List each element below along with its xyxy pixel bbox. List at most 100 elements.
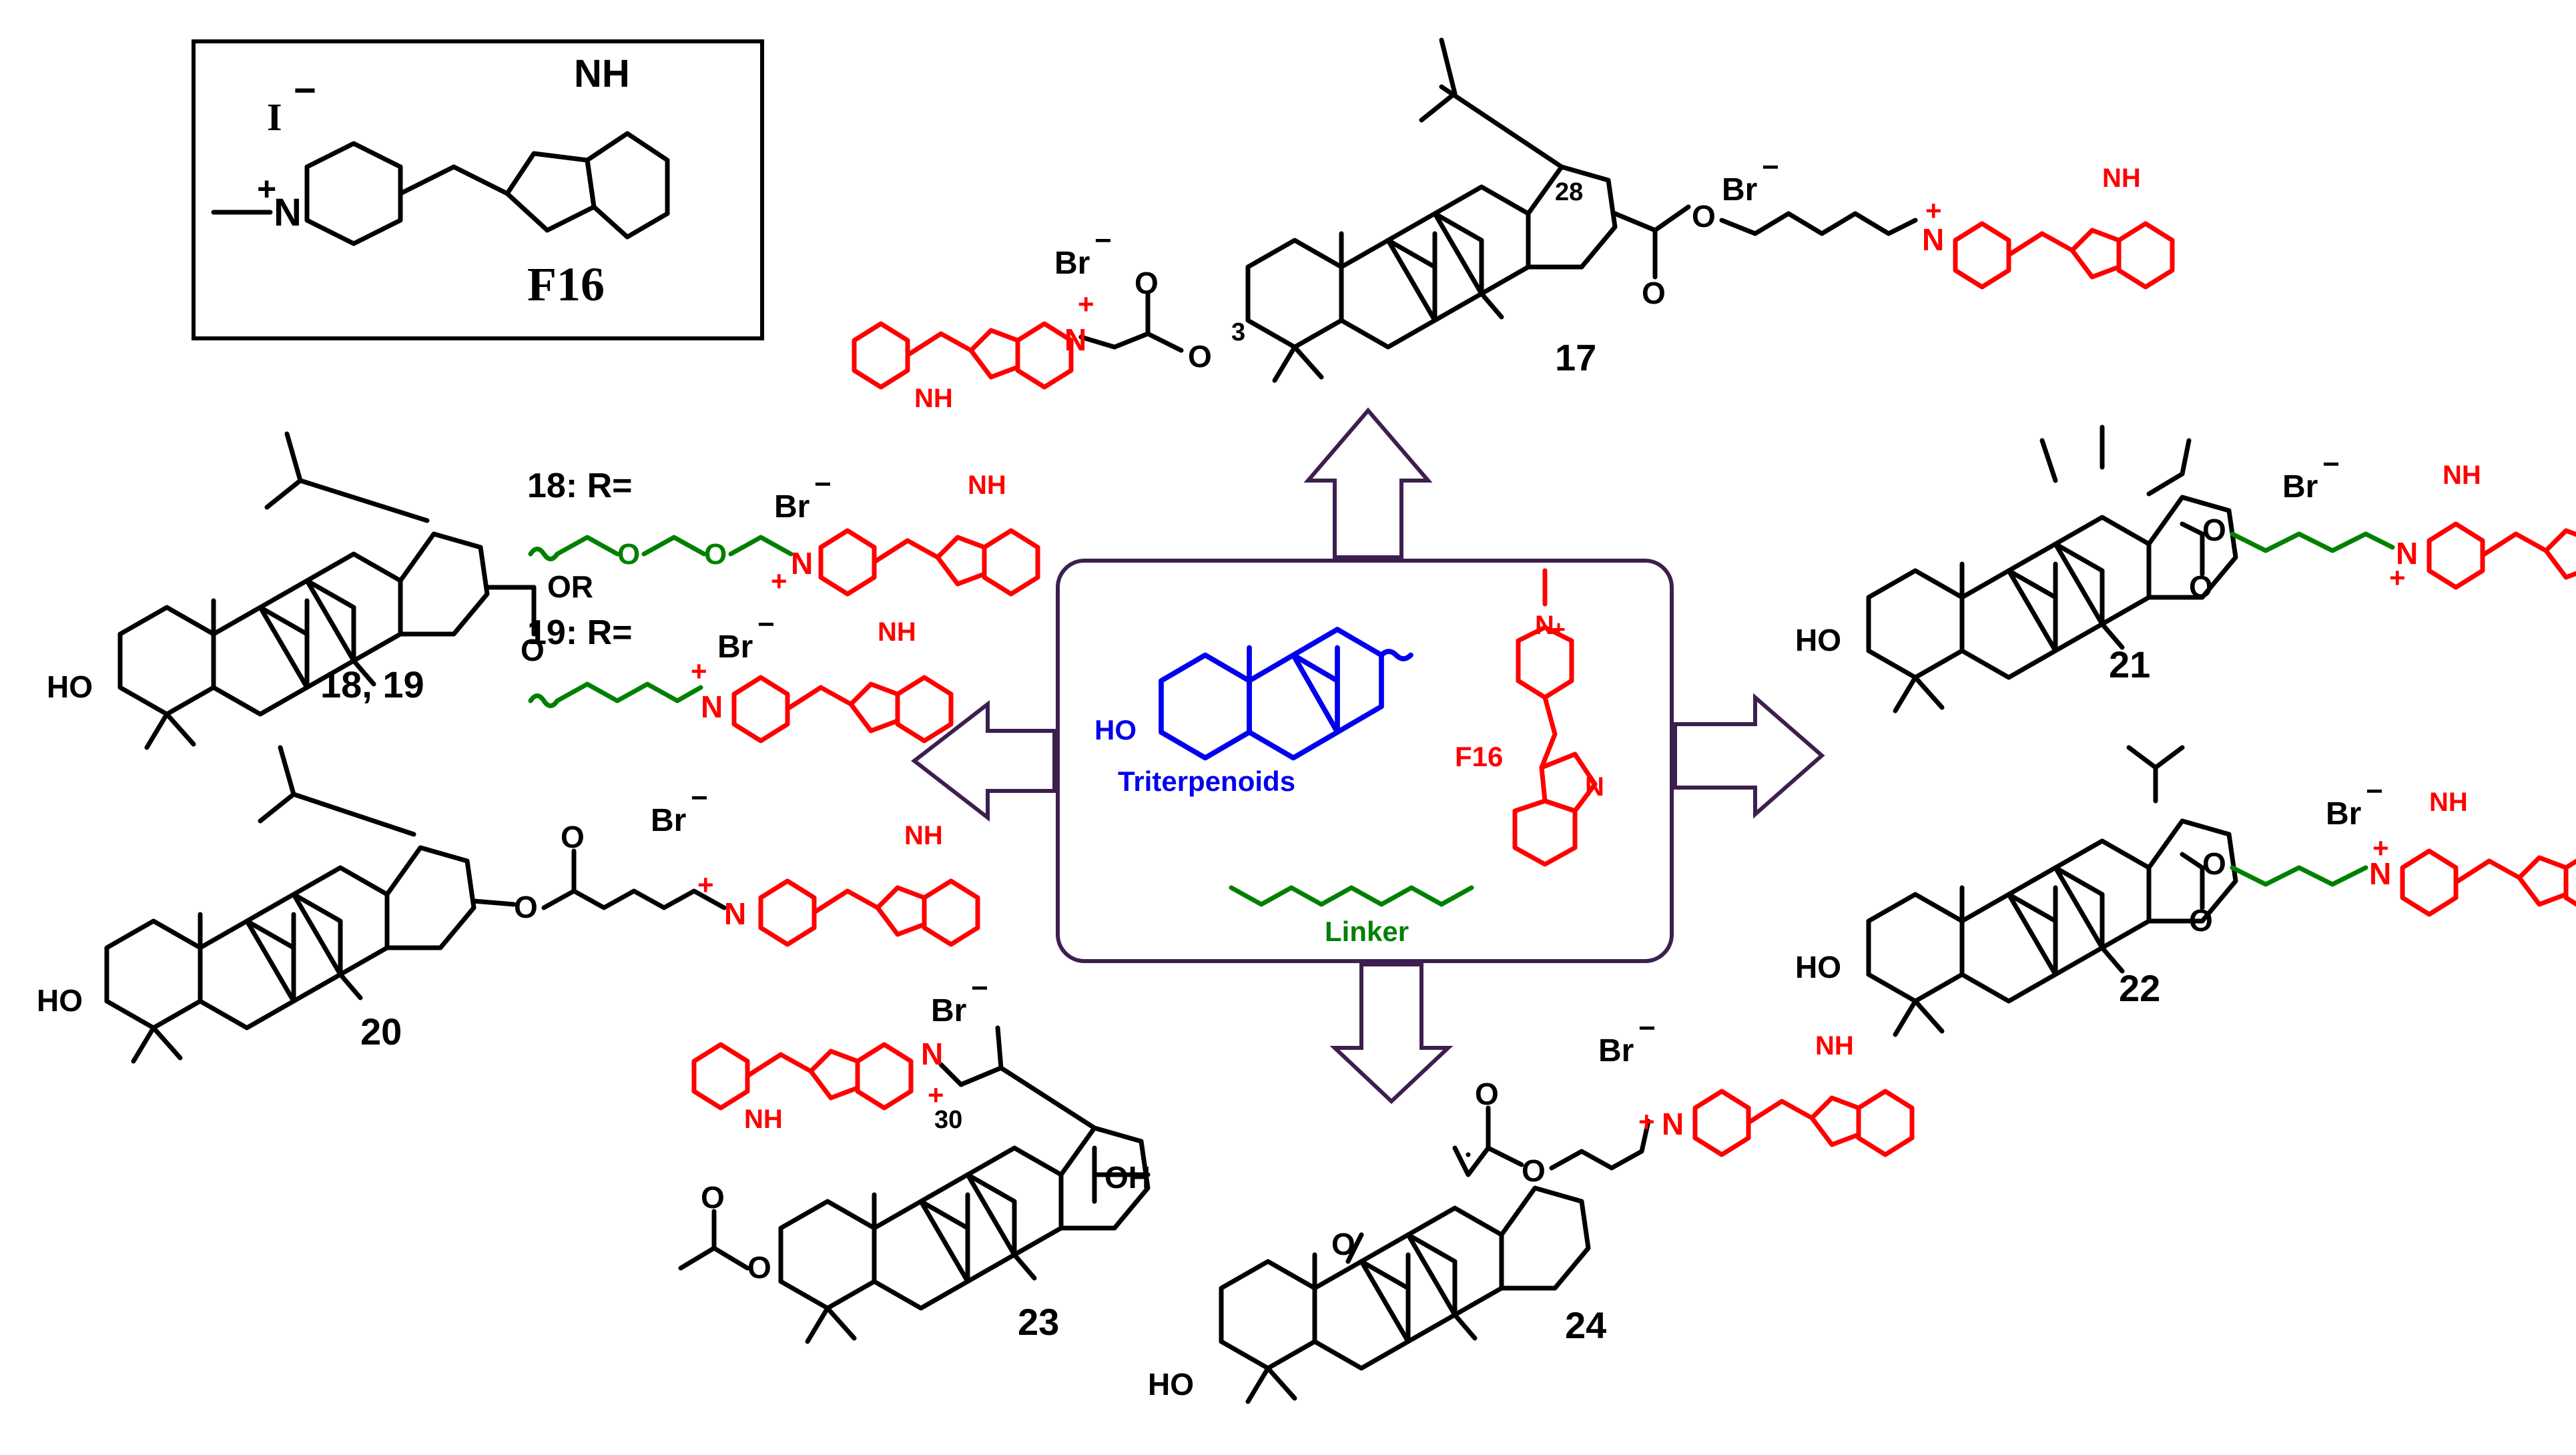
c22-number: 22 <box>2119 967 2160 1009</box>
c17-ester-o: O <box>1692 199 1716 234</box>
c21-plus: + <box>2389 562 2406 593</box>
c24-carbonyl-o: O <box>1475 1077 1499 1111</box>
arrow-down <box>1329 962 1454 1105</box>
c22-ester-o: O <box>2202 846 2226 881</box>
iodide-charge: − <box>294 69 316 112</box>
c24-n: N <box>1662 1107 1684 1141</box>
c23-acetyl-o2: O <box>747 1250 771 1285</box>
c20-br: Br <box>651 803 686 838</box>
c23-acetyl-o1: O <box>701 1180 725 1215</box>
r19-nh: NH <box>878 617 916 647</box>
c17-left-n: N <box>1064 322 1086 357</box>
c24-nh: NH <box>1815 1031 1854 1061</box>
compound-24: O O O N + Br − NH HO 24 <box>1148 1012 1912 1402</box>
c21-nh: NH <box>2443 461 2481 490</box>
c17-left-br: Br <box>1054 246 1090 281</box>
c23-nh: NH <box>744 1105 783 1134</box>
r19-br: Br <box>717 629 753 665</box>
c23-br-charge: − <box>971 972 988 1004</box>
c17-number: 17 <box>1555 336 1596 378</box>
c17-right-n: N <box>1922 222 1944 257</box>
c22-plus: + <box>2372 832 2389 864</box>
center-f16-fragment: N + N F16 <box>1455 568 1604 867</box>
r19-plus: + <box>691 655 707 687</box>
c20-hydroxyl: HO <box>37 983 83 1018</box>
compound-17: O O 28 3 O O N + NH Br − N + NH Br − 17 <box>854 37 2172 413</box>
r18-br-charge: − <box>814 468 832 501</box>
r18-label: 18: R= <box>527 467 633 505</box>
c17-left-br-charge: − <box>1094 224 1112 257</box>
c24-hydroxyl: HO <box>1148 1367 1194 1402</box>
c17-carbonyl-o: O <box>1642 276 1666 310</box>
r18-br: Br <box>774 489 810 525</box>
r18-plus: + <box>771 565 787 597</box>
center-f16-label: F16 <box>1455 741 1503 772</box>
c17-position-3: 3 <box>1231 318 1245 346</box>
compound-21: O O N + Br − NH HO 21 <box>1795 424 2576 711</box>
compound-20: O O N + Br − NH HO 20 <box>37 745 978 1061</box>
iodide-label: I <box>267 95 282 139</box>
c22-carbonyl-o: O <box>2189 903 2213 938</box>
c20-number: 20 <box>360 1010 402 1053</box>
c21-n: N <box>2396 536 2418 571</box>
c17-right-nh: NH <box>2102 164 2141 193</box>
c20-n: N <box>724 896 746 931</box>
c23-plus: + <box>928 1079 944 1111</box>
c18-carbonyl-o: O <box>521 633 545 667</box>
c17-ester-o-left: O <box>1188 339 1212 374</box>
linker-label: Linker <box>1325 916 1409 947</box>
c22-n: N <box>2369 856 2391 891</box>
central-design-box: HO Triterpenoids N + N F16 Linker <box>1056 559 1674 963</box>
r18-ether-o1: O <box>617 538 640 571</box>
c23-number: 23 <box>1018 1301 1059 1343</box>
c20-br-charge: − <box>691 782 708 814</box>
compound-23: OH 30 N + Br − NH O O 23 <box>678 972 1151 1343</box>
f16-nplus-charge: + <box>257 170 276 208</box>
c17-left-plus: + <box>1078 288 1094 320</box>
f16-title: F16 <box>527 258 605 311</box>
f16-reference-box: I − + N NH F16 <box>192 39 764 340</box>
c20-plus: + <box>697 869 714 900</box>
f16-nh-label: NH <box>574 52 630 95</box>
c20-ester-o: O <box>514 890 538 924</box>
compound-18-19: OR O HO 18, 19 18: R= O O N + Br − NH 19… <box>47 431 1038 748</box>
arrow-right <box>1673 693 1825 819</box>
compound-22: O O N + Br − NH HO 22 <box>1795 745 2576 1035</box>
arrow-left <box>911 699 1056 822</box>
c23-acid-oh: OH <box>1104 1160 1151 1195</box>
c17-right-plus: + <box>1925 195 1942 226</box>
r19-n: N <box>701 689 723 724</box>
c21-ester-o: O <box>2202 513 2226 547</box>
c21-hydroxyl: HO <box>1795 623 1841 657</box>
c24-ketone-o: O <box>1331 1227 1355 1261</box>
arrow-up <box>1303 407 1433 559</box>
c23-br: Br <box>931 993 966 1029</box>
c22-br: Br <box>2326 796 2361 832</box>
center-indole-n: N <box>1585 772 1604 802</box>
c17-left-nh: NH <box>914 384 953 413</box>
r18-nh: NH <box>968 471 1006 500</box>
c24-br: Br <box>1598 1033 1634 1069</box>
c23-position-30: 30 <box>934 1106 962 1134</box>
c24-ester-o: O <box>1522 1153 1546 1188</box>
c24-number: 24 <box>1565 1304 1606 1346</box>
center-triterpenoid-core <box>1159 627 1413 761</box>
c18-19-number: 18, 19 <box>320 663 424 705</box>
f16-ring-nitrogen: N <box>274 191 302 234</box>
c20-nh: NH <box>904 821 943 850</box>
c22-hydroxyl: HO <box>1795 950 1841 984</box>
c22-br-charge: − <box>2366 775 2383 808</box>
c17-position-28: 28 <box>1555 178 1583 206</box>
c21-number: 21 <box>2109 643 2150 685</box>
c23-n: N <box>921 1037 943 1071</box>
c22-nh: NH <box>2429 788 2468 817</box>
r18-n: N <box>791 546 813 581</box>
c21-br: Br <box>2282 469 2318 505</box>
c21-br-charge: − <box>2322 448 2340 481</box>
triterpenoids-label: Triterpenoids <box>1118 766 1295 797</box>
c24-plus: + <box>1638 1106 1655 1137</box>
r19-br-charge: − <box>757 608 775 641</box>
c17-carbonyl-o-left: O <box>1135 266 1159 300</box>
c21-carbonyl-o: O <box>2189 569 2213 604</box>
